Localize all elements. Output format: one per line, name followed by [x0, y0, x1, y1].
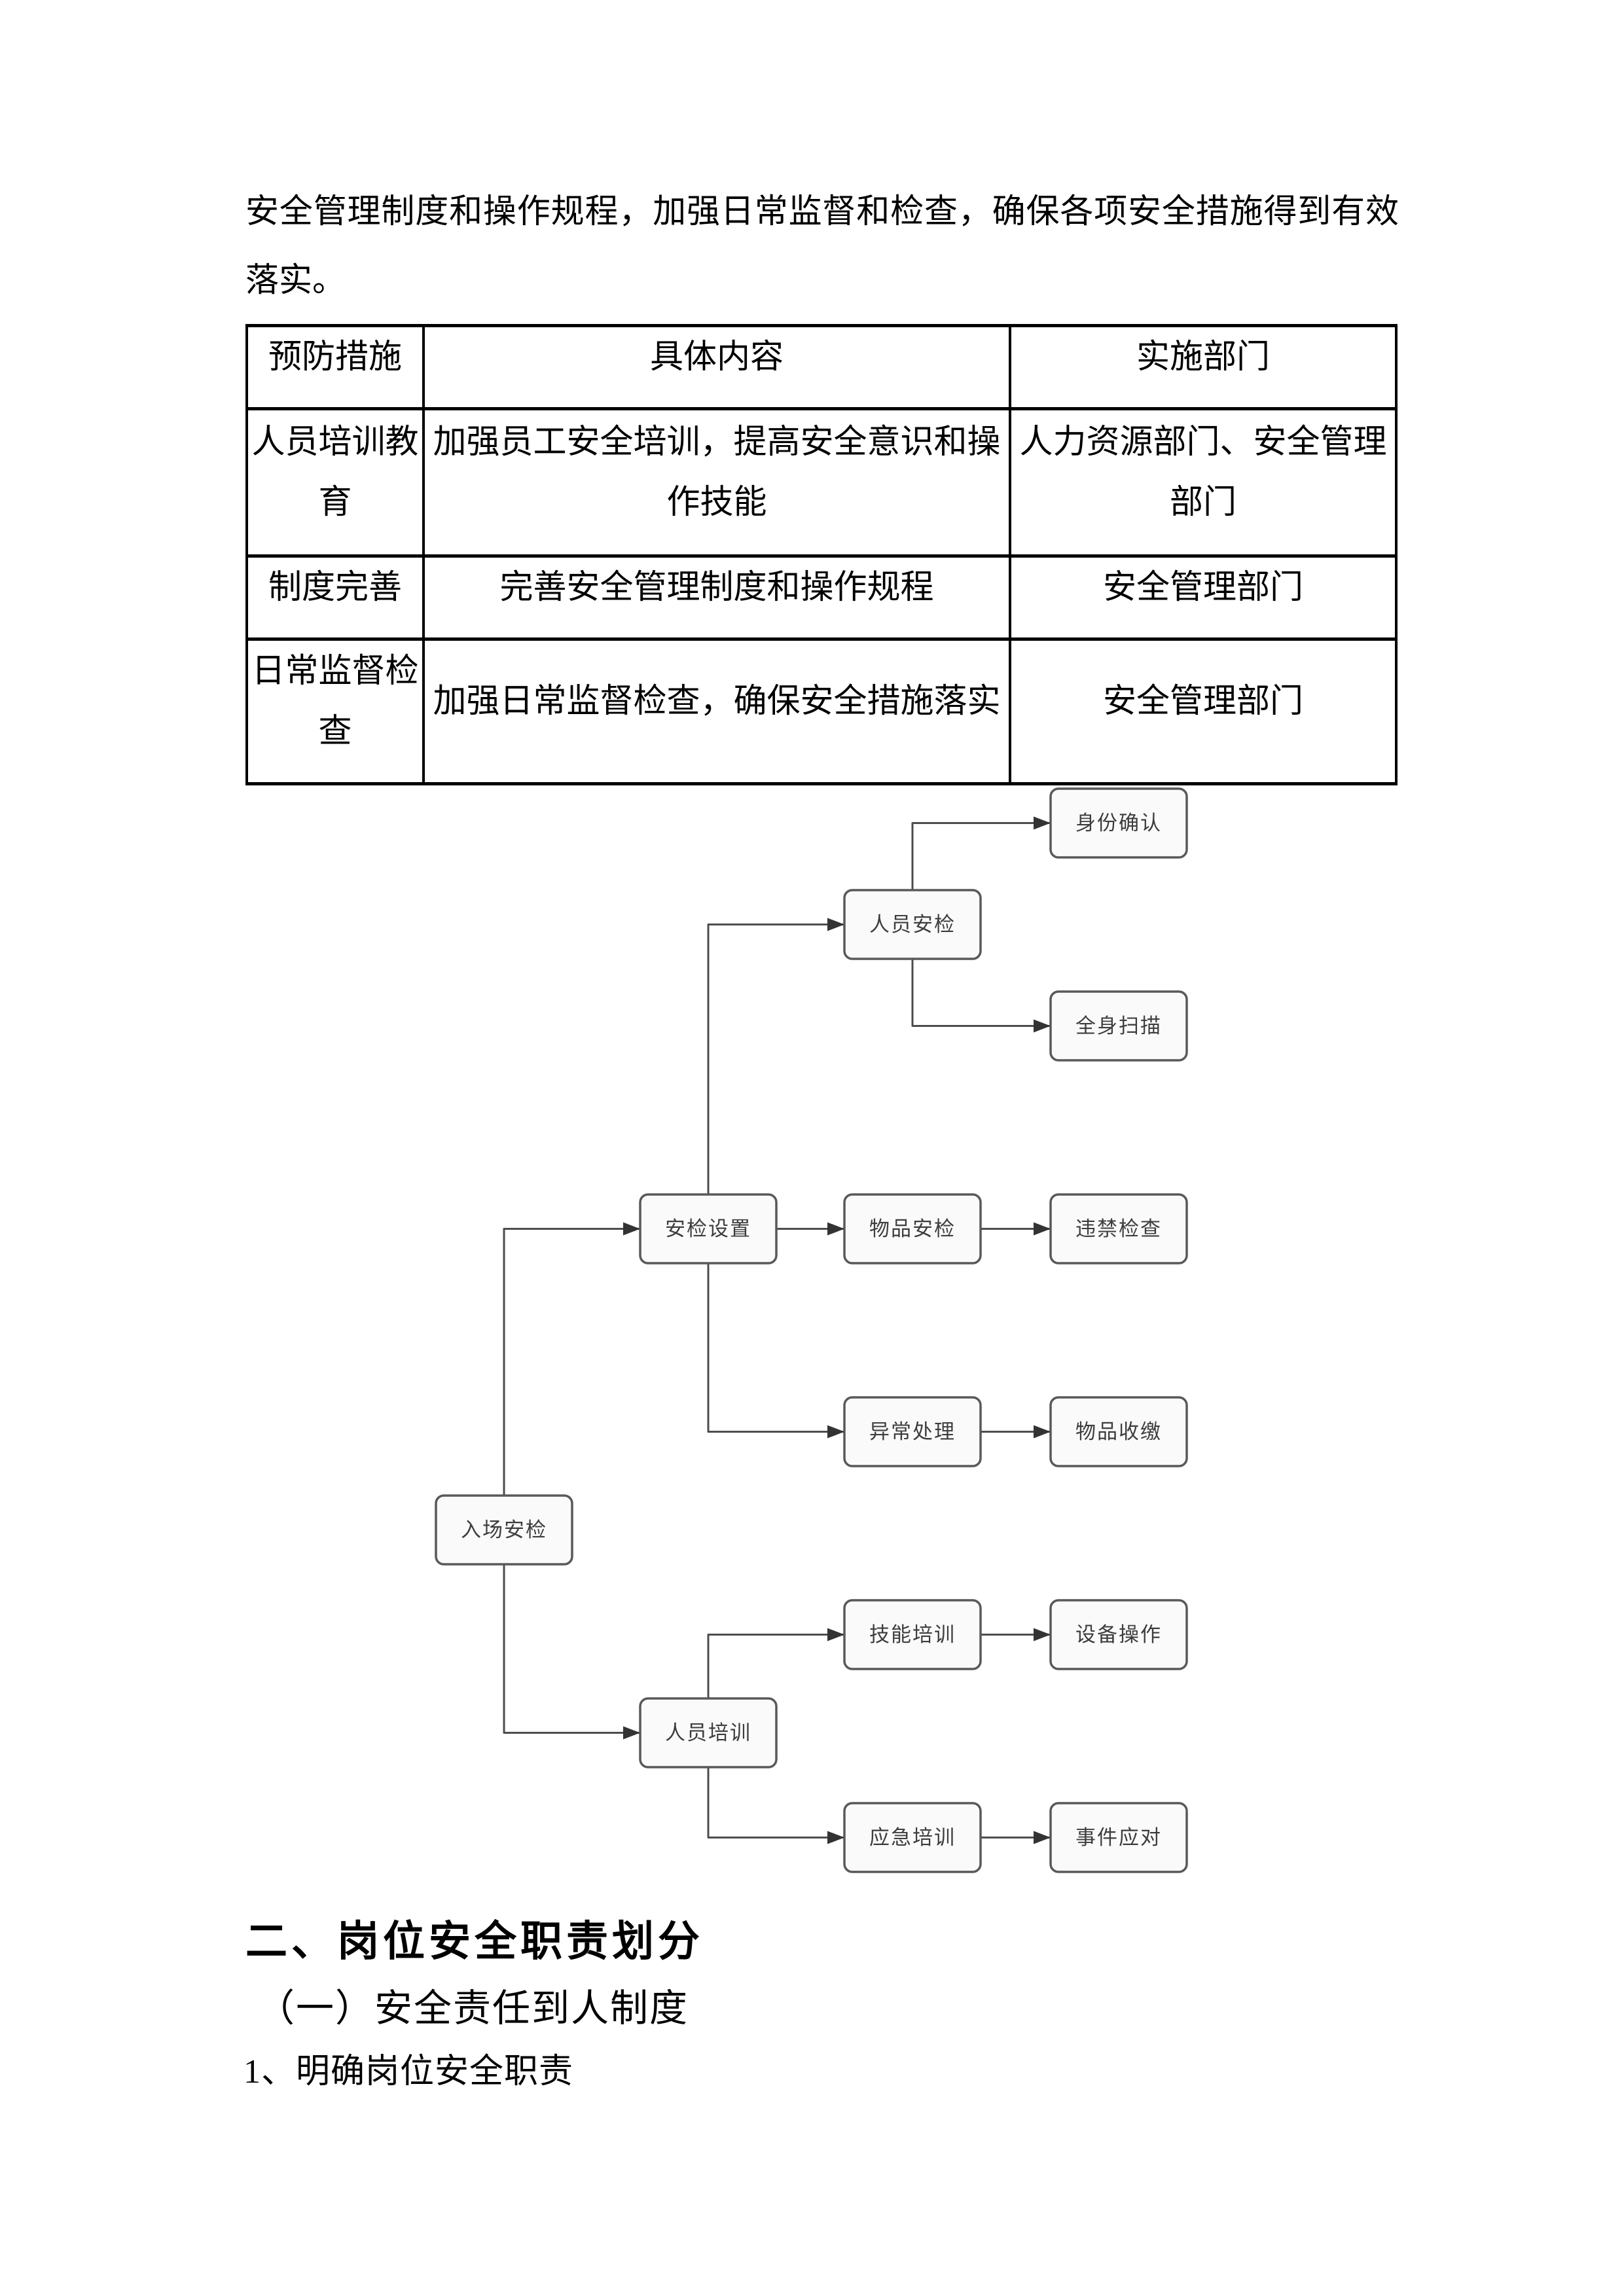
table-cell: 加强日常监督检查，确保安全措施落实	[422, 637, 1011, 785]
flow-node-label: 人员培训	[665, 1721, 751, 1744]
table-cell: 制度完善	[245, 554, 425, 641]
body-paragraph: 安全管理制度和操作规程，加强日常监督和检查，确保各项安全措施得到有效落实。	[245, 194, 1399, 299]
table-row: 日常监督检查 加强日常监督检查，确保安全措施落实 安全管理部门	[245, 637, 1398, 785]
flow-node-label: 人员安检	[869, 913, 956, 936]
table-header-cell: 预防措施	[245, 324, 425, 410]
table-header-cell: 实施部门	[1009, 324, 1398, 410]
flow-node-label: 设备操作	[1075, 1623, 1162, 1646]
flow-node-incident-response: 事件应对	[1049, 1802, 1188, 1873]
flow-node-label: 物品收缴	[1075, 1420, 1162, 1443]
table-cell: 人力资源部门、安全管理部门	[1009, 407, 1398, 558]
flow-node-label: 违禁检查	[1075, 1217, 1162, 1240]
flow-edge-personnel_training-skill_training	[707, 1628, 844, 1698]
flow-node-label: 身份确认	[1075, 812, 1162, 834]
flow-edge-checkpoint_setup-exception_handle	[707, 1263, 844, 1439]
flow-node-contraband-check: 违禁检查	[1049, 1193, 1188, 1265]
table-cell: 日常监督检查	[245, 637, 425, 785]
flow-node-skill-training: 技能培训	[843, 1599, 982, 1670]
section-heading: 二、岗位安全职责划分	[245, 1918, 704, 1965]
flow-node-label: 事件应对	[1075, 1826, 1162, 1849]
flowchart: 入场安检 安检设置 人员安检 身份确认 全身扫描 物品安检 违禁检查 异常处理	[435, 787, 1188, 1873]
flow-node-label: 技能培训	[869, 1623, 956, 1646]
flow-node-item-check: 物品安检	[843, 1193, 982, 1265]
flow-node-checkpoint-setup: 安检设置	[639, 1193, 778, 1265]
flow-edge-personnel_check-identity_confirm	[911, 816, 1051, 890]
flow-node-exception-handle: 异常处理	[843, 1396, 982, 1467]
table-cell: 完善安全管理制度和操作规程	[422, 554, 1011, 641]
flow-node-label: 物品安检	[869, 1217, 956, 1240]
list-item-heading: 1、明确岗位安全职责	[244, 2053, 574, 2090]
flow-node-personnel-training: 人员培训	[639, 1697, 778, 1768]
table-cell: 安全管理部门	[1009, 554, 1398, 641]
flow-node-body-scan: 全身扫描	[1049, 990, 1188, 1062]
flow-node-equipment-operation: 设备操作	[1049, 1599, 1188, 1670]
table-row: 制度完善 完善安全管理制度和操作规程 安全管理部门	[245, 554, 1398, 641]
prevention-measures-table: 预防措施 具体内容 实施部门 人员培训教育 加强员工安全培训，提高安全意识和操作…	[245, 324, 1398, 785]
flow-edge-checkpoint_setup-personnel_check	[707, 918, 844, 1194]
flow-node-item-confiscate: 物品收缴	[1049, 1396, 1188, 1467]
flow-node-label: 安检设置	[665, 1217, 751, 1240]
flow-edge-entry-personnel_training	[503, 1564, 640, 1740]
flow-edge-personnel_training-emergency_training	[707, 1767, 844, 1844]
table-cell: 加强员工安全培训，提高安全意识和操作技能	[422, 407, 1011, 558]
flow-node-personnel-check: 人员安检	[843, 889, 982, 960]
flow-node-identity-confirm: 身份确认	[1049, 787, 1188, 859]
flow-edge-entry-checkpoint_setup	[503, 1222, 640, 1496]
flow-node-label: 入场安检	[461, 1518, 547, 1541]
table-cell: 安全管理部门	[1009, 637, 1398, 785]
subsection-heading: （一）安全责任到人制度	[257, 1987, 689, 2030]
flow-node-label: 全身扫描	[1075, 1014, 1162, 1037]
table-row: 人员培训教育 加强员工安全培训，提高安全意识和操作技能 人力资源部门、安全管理部…	[245, 407, 1398, 558]
flow-node-label: 异常处理	[869, 1420, 956, 1443]
table-header-row: 预防措施 具体内容 实施部门	[245, 324, 1398, 410]
table-cell: 人员培训教育	[245, 407, 425, 558]
flow-node-emergency-training: 应急培训	[843, 1802, 982, 1873]
flow-edge-personnel_check-body_scan	[911, 959, 1051, 1033]
flow-node-label: 应急培训	[869, 1826, 956, 1849]
flow-node-entry: 入场安检	[435, 1494, 573, 1566]
table-header-cell: 具体内容	[422, 324, 1011, 410]
